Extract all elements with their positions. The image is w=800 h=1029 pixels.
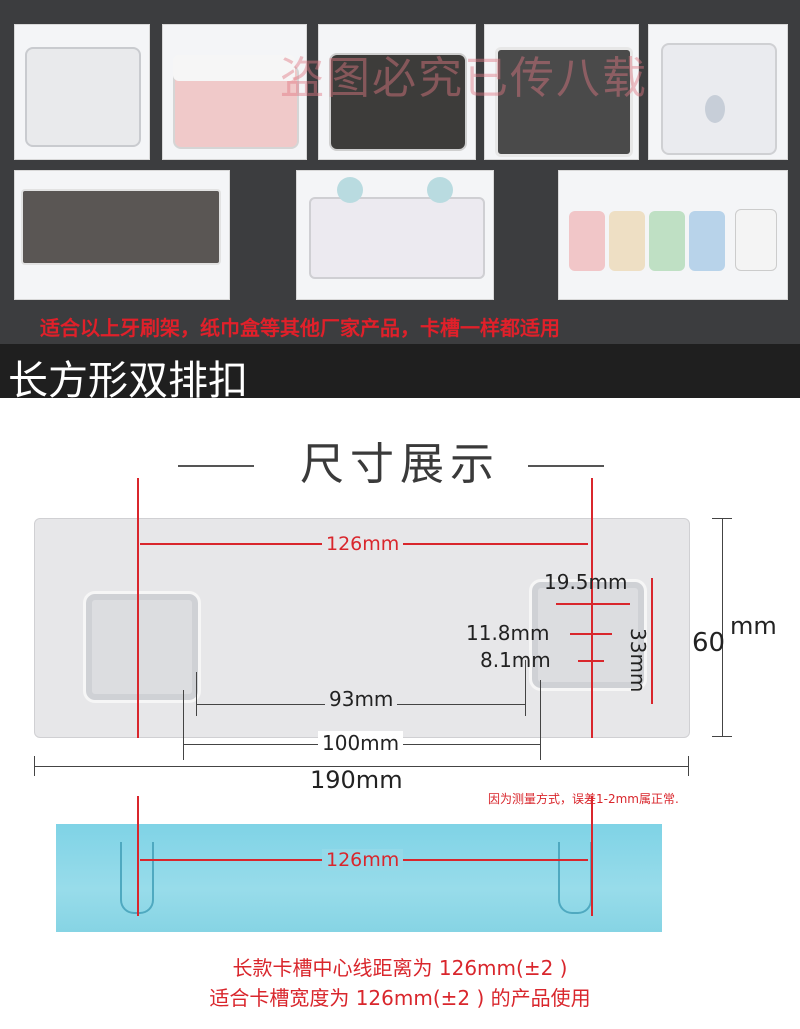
product-image-cup-holder [558,170,788,300]
blue-slot-strip [56,824,662,932]
dim-100-label: 100mm [318,731,404,755]
section-title-bar: 长方形双排扣 [0,344,800,404]
dim-195-label: 19.5mm [544,570,628,594]
dim-60-line [722,518,723,736]
dim-100-tick-left [183,690,184,760]
center-line-left [137,478,139,738]
product-image-tissue-box [648,24,788,160]
measurement-note: 因为测量方式，误差1-2mm属正常. [488,792,679,806]
dim-60-number: 60 [692,628,726,658]
product-image-dark-box [318,24,476,160]
heading-dash-right [528,465,604,467]
product-image-toothpaste-dispenser [296,170,494,300]
dim-93-tick-right [525,660,526,716]
right-hook [558,842,592,914]
dim-81-arrow [578,660,604,662]
dim-190-tick-right [688,756,689,776]
dim-118-label: 11.8mm [466,621,550,645]
product-gallery: 盗图必究已传八载 适合以上牙刷架，纸巾盒等其他厂家产品，卡槽一样都适用 [0,0,800,344]
dim-93-tick-left [196,672,197,716]
dim-60-unit: mm [730,612,777,640]
right-latch [529,579,647,691]
section-title: 长方形双排扣 [8,358,248,404]
dim-81-label: 8.1mm [480,648,551,672]
dim-190-tick-left [34,756,35,776]
dim-100-tick-right [540,680,541,760]
strip-126-label: 126mm [322,849,404,871]
dim-93-label: 93mm [325,687,398,711]
product-image-dark-cabinet [484,24,639,160]
dim-60-tick-bottom [712,736,732,737]
dimension-heading: 尺寸展示 [300,439,500,490]
footer-line-1: 长款卡槽中心线距离为 126mm(±2 ) [232,956,568,980]
dim-126-label: 126mm [322,533,404,555]
strip-center-line-right [591,796,593,916]
product-image-white-box [14,24,150,160]
watermark-text: 盗图必究已传八载 [280,53,648,104]
product-image-pink-box [162,24,307,160]
center-line-right [591,478,593,738]
footer-line-2: 适合卡槽宽度为 126mm(±2 ) 的产品使用 [209,986,591,1010]
dim-33-arrow [651,578,653,704]
dim-190-label: 190mm [310,766,403,794]
left-latch [83,591,201,703]
dim-33-label: 33mm [626,628,650,693]
dim-118-arrow [570,633,612,635]
product-image-toothbrush-holder [14,170,230,300]
heading-dash-left [178,465,254,467]
dim-195-arrow [556,603,630,605]
compatibility-text: 适合以上牙刷架，纸巾盒等其他厂家产品，卡槽一样都适用 [40,316,560,340]
dim-60-tick-top [712,518,732,519]
strip-center-line-left [137,796,139,916]
dim-190-line [34,766,688,767]
